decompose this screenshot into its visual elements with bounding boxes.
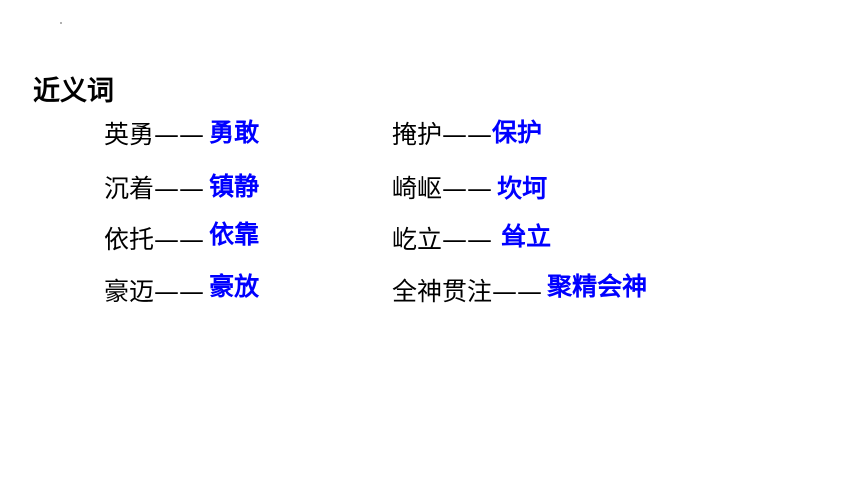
synonym-pair-2: 沉着—— 镇静: [104, 169, 259, 205]
synonym: 豪放: [209, 272, 260, 301]
section-heading: 近义词: [33, 76, 114, 107]
dash: ——: [154, 174, 205, 203]
dash: ——: [154, 277, 205, 306]
term: 英勇: [104, 120, 155, 149]
dash: ——: [154, 225, 205, 254]
synonym-pair-6: 崎岖—— 坎坷: [392, 169, 547, 205]
synonym-pair-4: 豪迈—— 豪放: [104, 272, 259, 308]
synonym-pair-3: 依托—— 依靠: [104, 220, 259, 256]
synonym: 耸立: [501, 222, 552, 251]
synonym-pair-1: 英勇—— 勇敢: [104, 115, 259, 151]
dash: ——: [442, 225, 493, 254]
term: 崎岖: [392, 174, 443, 203]
synonym: 镇静: [209, 172, 260, 201]
term: 全神贯注: [392, 277, 493, 306]
synonym: 坎坷: [497, 174, 548, 203]
decorative-dot: [60, 22, 62, 24]
dash: ——: [442, 120, 493, 149]
synonym: 依靠: [209, 220, 260, 249]
dash: ——: [154, 120, 205, 149]
synonym: 勇敢: [209, 118, 260, 147]
synonym: 保护: [492, 118, 543, 147]
synonym-pair-8: 全神贯注—— 聚精会神: [392, 272, 647, 308]
dash: ——: [442, 174, 493, 203]
synonym-pair-7: 屹立—— 耸立: [392, 220, 551, 256]
synonym: 聚精会神: [547, 272, 648, 301]
term: 豪迈: [104, 277, 155, 306]
term: 沉着: [104, 174, 155, 203]
term: 屹立: [392, 225, 443, 254]
term: 掩护: [392, 120, 443, 149]
synonym-pair-5: 掩护——保护: [392, 115, 542, 151]
term: 依托: [104, 225, 155, 254]
dash: ——: [492, 277, 543, 306]
